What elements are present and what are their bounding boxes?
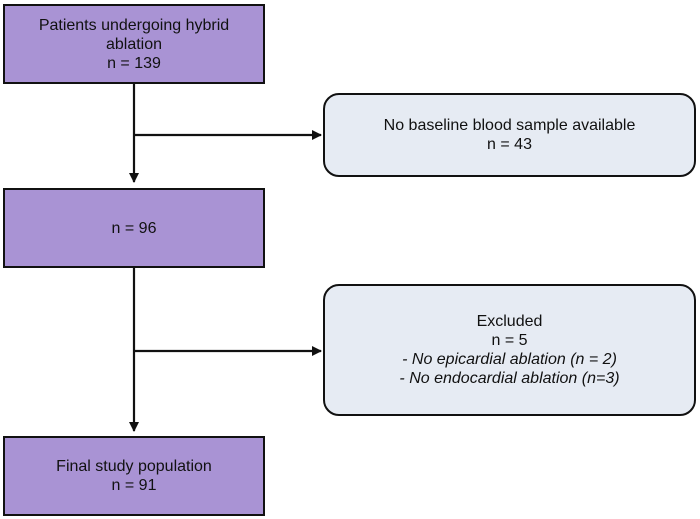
final-population-label: Final study population [56, 458, 212, 475]
final-population-box: Final study population n = 91 [3, 436, 265, 516]
patients-count: n = 139 [107, 54, 161, 72]
no-baseline-label: No baseline blood sample available [383, 117, 636, 134]
final-population-count: n = 91 [111, 477, 157, 494]
excluded-reason-endocardial: - No endocardial ablation (n=3) [399, 370, 620, 387]
after-baseline-count: n = 96 [111, 219, 157, 237]
excluded-box: Excluded n = 5 - No epicardial ablation … [323, 284, 696, 416]
patients-box: Patients undergoing hybrid ablation n = … [3, 4, 265, 84]
excluded-count: n = 5 [491, 332, 528, 349]
excluded-reason-epicardial: - No epicardial ablation (n = 2) [402, 351, 617, 368]
no-baseline-count: n = 43 [487, 136, 532, 153]
after-baseline-box: n = 96 [3, 188, 265, 268]
patients-label-line1: Patients undergoing hybrid [38, 16, 230, 34]
patients-label-line2: ablation [105, 35, 163, 53]
excluded-label: Excluded [476, 313, 543, 330]
no-baseline-box: No baseline blood sample available n = 4… [323, 93, 696, 177]
